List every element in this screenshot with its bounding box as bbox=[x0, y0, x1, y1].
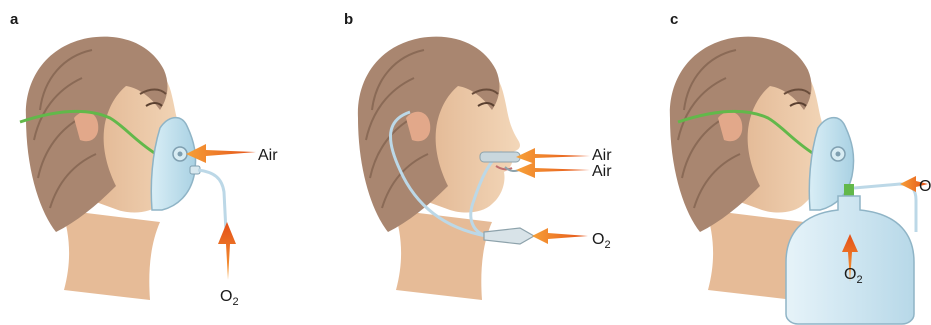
venturi-connector bbox=[484, 228, 534, 244]
panel-c: c O O2 bbox=[670, 11, 931, 324]
air-label: Air bbox=[258, 147, 278, 164]
panel-a: a bbox=[10, 11, 278, 308]
panel-letter-a: a bbox=[10, 11, 19, 28]
air-arrow bbox=[186, 144, 256, 163]
panel-b: b Air Air O2 bbox=[344, 11, 612, 300]
face-mask bbox=[151, 118, 200, 210]
oxygen-arrow bbox=[532, 228, 588, 244]
oxygen-label: O2 bbox=[220, 288, 239, 308]
air-label-2: Air bbox=[592, 163, 612, 180]
oxygen-arrow bbox=[218, 222, 236, 280]
air-arrow bbox=[516, 162, 590, 178]
air-arrow bbox=[516, 148, 590, 164]
panel-letter-c: c bbox=[670, 11, 678, 28]
panel-letter-b: b bbox=[344, 11, 353, 28]
bag-connector bbox=[844, 184, 854, 196]
head-illustration bbox=[358, 37, 520, 300]
mouth-device bbox=[480, 152, 520, 162]
oxygen-label: O2 bbox=[592, 231, 611, 251]
oxygen-tube bbox=[198, 170, 226, 232]
oxygen-side-label: O bbox=[919, 178, 931, 195]
air-label-1: Air bbox=[592, 147, 612, 164]
